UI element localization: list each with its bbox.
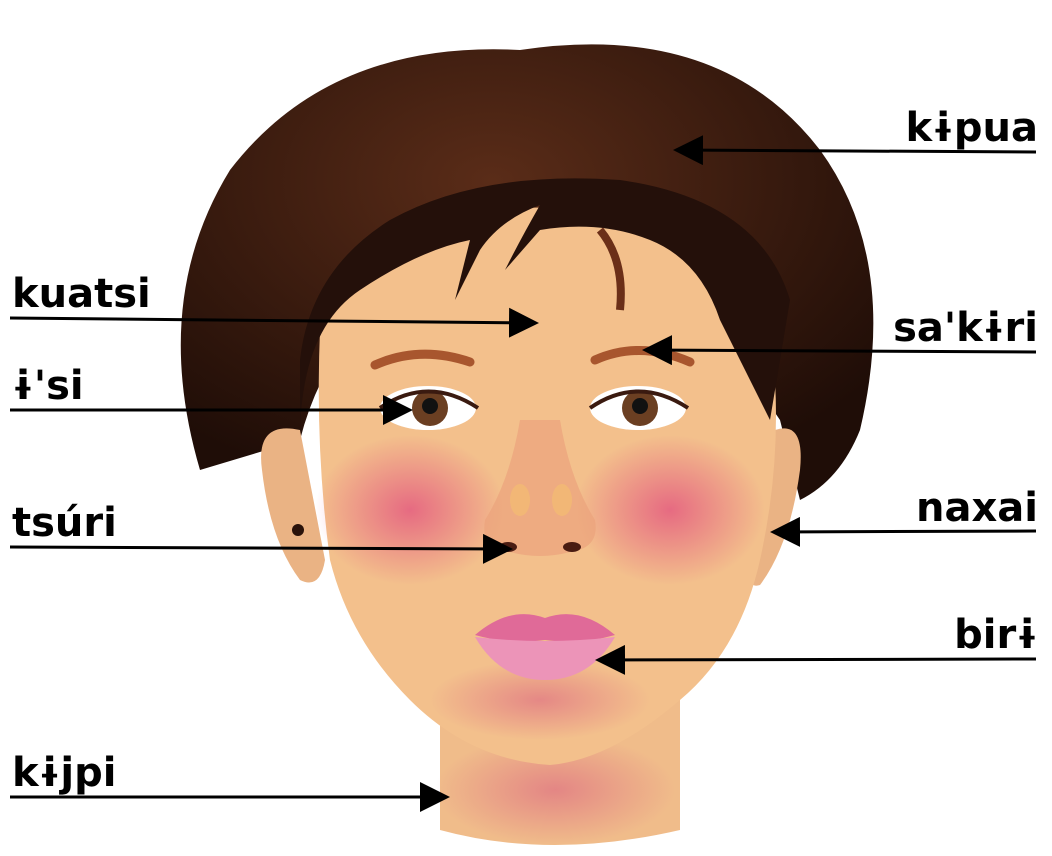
pointer-naxai — [773, 531, 1036, 532]
label-biri: birɨ — [954, 613, 1038, 657]
label-kuatsi: kuatsi — [12, 272, 151, 316]
pointer-tsuri — [10, 547, 510, 549]
label-sakiri: sa'kɨri — [893, 306, 1038, 350]
label-naxai: naxai — [916, 486, 1038, 530]
label-isi: ɨ'si — [12, 364, 84, 408]
pointer-kuatsi — [10, 318, 536, 323]
label-kipua: kɨpua — [905, 106, 1038, 150]
pointer-biri — [598, 659, 1036, 660]
label-tsuri: tsúri — [12, 501, 117, 545]
label-kijpi: kɨjpi — [12, 751, 116, 795]
